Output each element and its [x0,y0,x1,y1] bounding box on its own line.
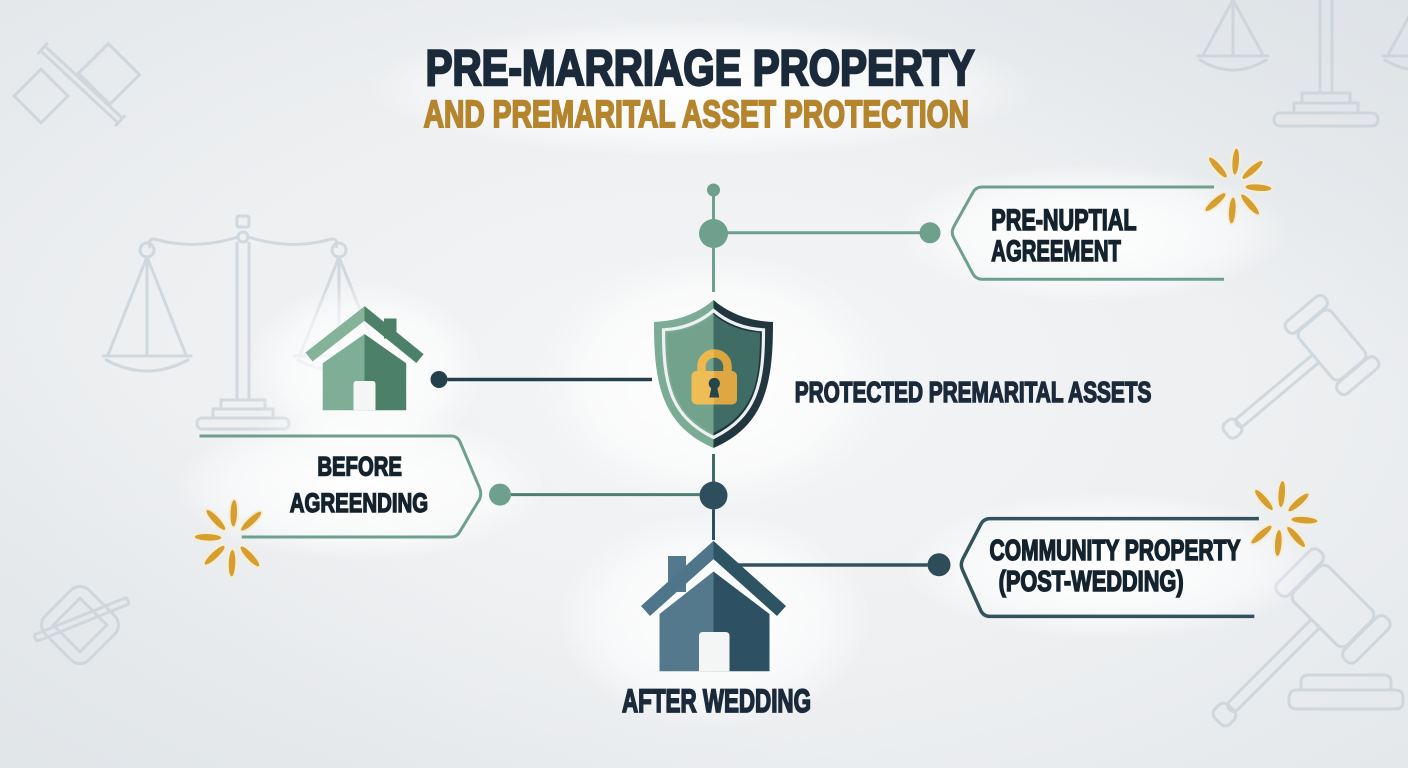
svg-text:(POST-WEDDING): (POST-WEDDING) [999,566,1184,598]
svg-text:AND PREMARITAL ASSET PROTECTIO: AND PREMARITAL ASSET PROTECTION [424,94,969,136]
svg-text:COMMUNITY PROPERTY: COMMUNITY PROPERTY [990,535,1241,567]
svg-text:PROTECTED PREMARITAL ASSETS: PROTECTED PREMARITAL ASSETS [795,376,1152,408]
svg-text:PRE-MARRIAGE PROPERTY: PRE-MARRIAGE PROPERTY [426,40,975,96]
svg-text:AFTER WEDDING: AFTER WEDDING [622,683,811,719]
svg-text:AGREEMENT: AGREEMENT [991,235,1121,268]
svg-text:PRE-NUPTIAL: PRE-NUPTIAL [991,204,1136,237]
svg-text:BEFORE: BEFORE [317,452,402,482]
svg-text:AGREENDING: AGREENDING [290,488,428,518]
